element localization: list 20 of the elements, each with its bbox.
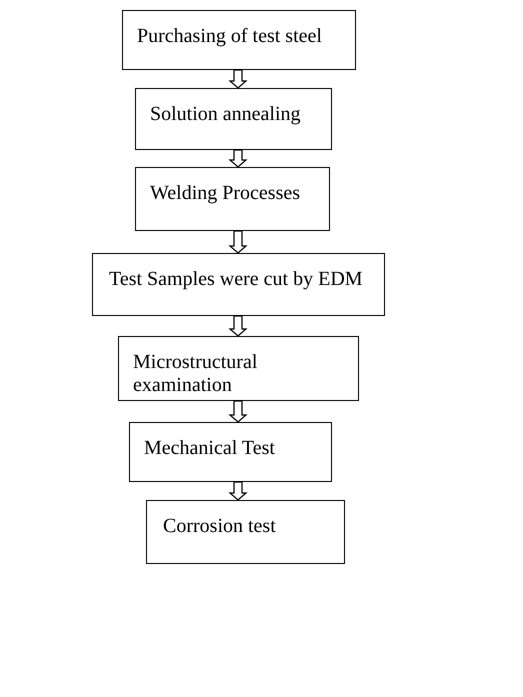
process-box bbox=[122, 10, 356, 70]
step-label: Mechanical Test bbox=[144, 437, 276, 460]
process-box bbox=[129, 422, 332, 482]
block-arrow bbox=[228, 230, 248, 254]
process-box bbox=[92, 253, 385, 316]
block-arrow bbox=[228, 481, 248, 501]
step-label: Microstructural examination bbox=[133, 351, 258, 397]
process-box bbox=[118, 336, 359, 401]
step-label: Welding Processes bbox=[150, 182, 302, 205]
step-label: Solution annealing bbox=[150, 103, 302, 126]
process-box bbox=[135, 88, 332, 150]
block-arrow bbox=[228, 315, 248, 337]
step-label: Test Samples were cut by EDM bbox=[109, 268, 364, 291]
block-arrow bbox=[228, 400, 248, 423]
block-arrow bbox=[228, 69, 248, 89]
step-label: Corrosion test bbox=[163, 515, 277, 538]
process-box bbox=[135, 167, 330, 231]
step-label: Purchasing of test steel bbox=[137, 25, 323, 48]
block-arrow bbox=[228, 149, 248, 168]
process-box bbox=[146, 500, 345, 564]
